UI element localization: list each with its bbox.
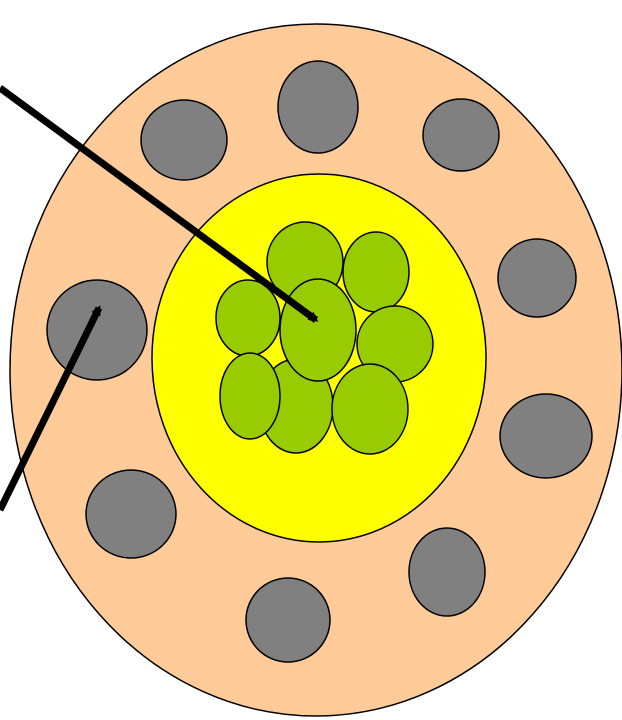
peripheral-circle [278,61,358,153]
peripheral-circle [47,280,147,380]
core-cell [216,280,280,356]
core-cell [220,353,280,439]
peripheral-circle [500,394,592,478]
core-cell [280,279,356,381]
peripheral-circle [409,528,485,616]
peripheral-circle [141,100,227,180]
core-cell [343,232,409,312]
peripheral-circle [498,239,576,317]
peripheral-circle [246,578,330,662]
peripheral-circle [86,470,176,558]
peripheral-circle [423,99,499,171]
core-cell [332,364,408,454]
